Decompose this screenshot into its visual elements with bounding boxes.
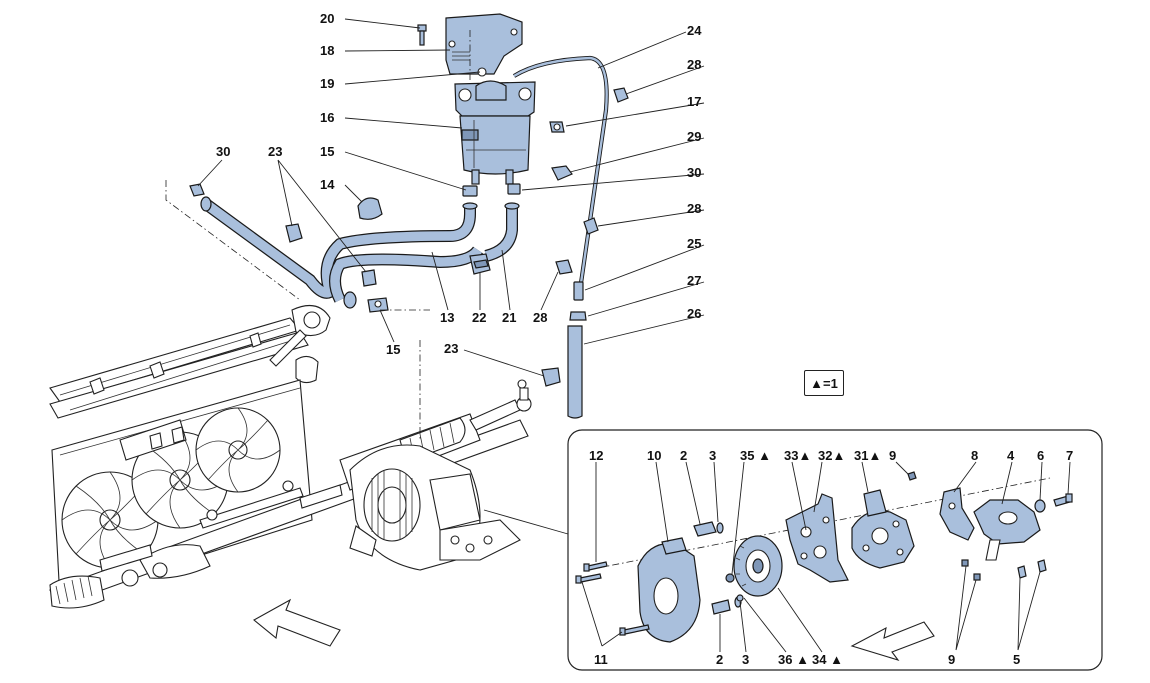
detail-callout-3-bottom: 3 xyxy=(742,652,750,667)
spacer-part-6 xyxy=(1034,499,1046,513)
pump-part-31 xyxy=(851,489,915,569)
detail-callout-5: 5 xyxy=(1013,652,1021,667)
spacer-part-2-top xyxy=(693,521,717,537)
mount-part-4 xyxy=(973,499,1041,561)
washer-part-3 xyxy=(716,522,742,608)
pump-assembly-installed xyxy=(349,444,521,571)
detail-callout-32: 32▲ xyxy=(818,448,846,463)
callout-28-top: 28 xyxy=(687,57,702,72)
bolt-part-7 xyxy=(1053,493,1073,507)
fan-right xyxy=(195,407,281,493)
callout-15-lower: 15 xyxy=(386,342,401,357)
detail-callout-34: 34 ▲ xyxy=(812,652,843,667)
cover-part-10 xyxy=(637,537,701,643)
detail-parts xyxy=(575,471,1073,662)
detail-callout-12: 12 xyxy=(589,448,604,463)
callout-21: 21 xyxy=(502,310,517,325)
clamp-part-23-a xyxy=(285,223,303,243)
detail-callout-9-top: 9 xyxy=(889,448,897,463)
hose-part-21 xyxy=(484,206,518,262)
detail-callout-2-bottom: 2 xyxy=(716,652,724,667)
bolt-part-11-b xyxy=(619,624,650,636)
callout-30-right: 30 xyxy=(687,165,702,180)
clip-part-30-right xyxy=(507,183,521,195)
ring-part-27 xyxy=(569,311,587,321)
hose-part-13 xyxy=(202,199,483,303)
detail-callout-35: 35 ▲ xyxy=(740,448,771,463)
fitting-part-25 xyxy=(573,281,584,301)
bolt-part-9-low-a xyxy=(961,559,969,567)
detail-callout-11: 11 xyxy=(594,652,608,667)
reservoir-part-16 xyxy=(454,80,536,185)
leader-lines xyxy=(197,18,705,535)
detail-callout-9-bottom: 9 xyxy=(948,652,956,667)
callout-24: 24 xyxy=(687,23,702,38)
detail-callout-10: 10 xyxy=(647,448,662,463)
washer-part-36 xyxy=(736,594,744,602)
clip-part-28-mid xyxy=(583,217,599,235)
callout-15-upper: 15 xyxy=(320,144,335,159)
pulley-part-34 xyxy=(733,535,783,597)
callout-29: 29 xyxy=(687,129,702,144)
clip-part-15-top xyxy=(462,185,478,197)
detail-callout-8: 8 xyxy=(971,448,979,463)
tube-part-26 xyxy=(567,325,583,419)
fan-left xyxy=(61,471,159,569)
callout-13: 13 xyxy=(440,310,455,325)
detail-callout-31: 31▲ xyxy=(854,448,882,463)
bolt-part-9-low-b xyxy=(973,573,981,581)
clip-part-30-left xyxy=(189,183,205,197)
detail-leader-lines xyxy=(581,461,1071,653)
spacer-part-2-low xyxy=(711,599,731,615)
front-direction-arrow xyxy=(253,598,341,647)
callout-28-mid: 28 xyxy=(687,201,702,216)
detail-callout-2-top: 2 xyxy=(680,448,688,463)
detail-direction-arrow xyxy=(850,621,935,662)
callout-14: 14 xyxy=(320,177,335,192)
clamp-part-15-low xyxy=(367,297,389,313)
bracket-part-32 xyxy=(785,493,849,583)
callout-16: 16 xyxy=(320,110,335,125)
assembly-centerlines xyxy=(165,30,471,440)
callout-18: 18 xyxy=(320,43,335,58)
clamp-part-23-b xyxy=(361,269,377,287)
detail-callout-33: 33▲ xyxy=(784,448,812,463)
callout-17: 17 xyxy=(687,94,702,109)
clamp-part-22 xyxy=(469,253,491,275)
washer-part-17 xyxy=(549,121,565,133)
bracket-part-18 xyxy=(445,13,523,75)
callout-27: 27 xyxy=(687,273,702,288)
detail-callout-3-top: 3 xyxy=(709,448,717,463)
hose-part-24 xyxy=(512,55,609,291)
callout-22: 22 xyxy=(472,310,487,325)
nut-part-35 xyxy=(725,573,735,583)
vehicle-frame xyxy=(49,304,331,419)
callout-19: 19 xyxy=(320,76,335,91)
clip-part-29 xyxy=(551,165,573,181)
bracket-part-8 xyxy=(939,487,975,541)
callout-23-upper: 23 xyxy=(268,144,283,159)
callout-23-lower: 23 xyxy=(444,341,459,356)
bolt-part-12 xyxy=(583,561,608,572)
bolt-part-11-a xyxy=(575,573,602,584)
clip-part-28-top xyxy=(613,87,629,103)
detail-callout-36: 36 ▲ xyxy=(778,652,809,667)
bolt-part-5-a xyxy=(1017,565,1027,579)
callout-25: 25 xyxy=(687,236,702,251)
clamp-part-14 xyxy=(357,197,383,220)
callout-26: 26 xyxy=(687,306,702,321)
hose-ends xyxy=(200,196,520,309)
bolt-part-9-top xyxy=(907,471,917,481)
clip-part-28-low xyxy=(555,259,573,275)
callout-20: 20 xyxy=(320,11,335,26)
clamp-part-23-c xyxy=(541,367,561,387)
detail-callout-7: 7 xyxy=(1066,448,1074,463)
bolt-part-5-b xyxy=(1037,559,1047,573)
quantity-legend-box: ▲=1 xyxy=(804,370,844,396)
callout-30-left: 30 xyxy=(216,144,231,159)
detail-callout-4: 4 xyxy=(1007,448,1015,463)
detail-callout-6: 6 xyxy=(1037,448,1045,463)
callout-28-low: 28 xyxy=(533,310,548,325)
